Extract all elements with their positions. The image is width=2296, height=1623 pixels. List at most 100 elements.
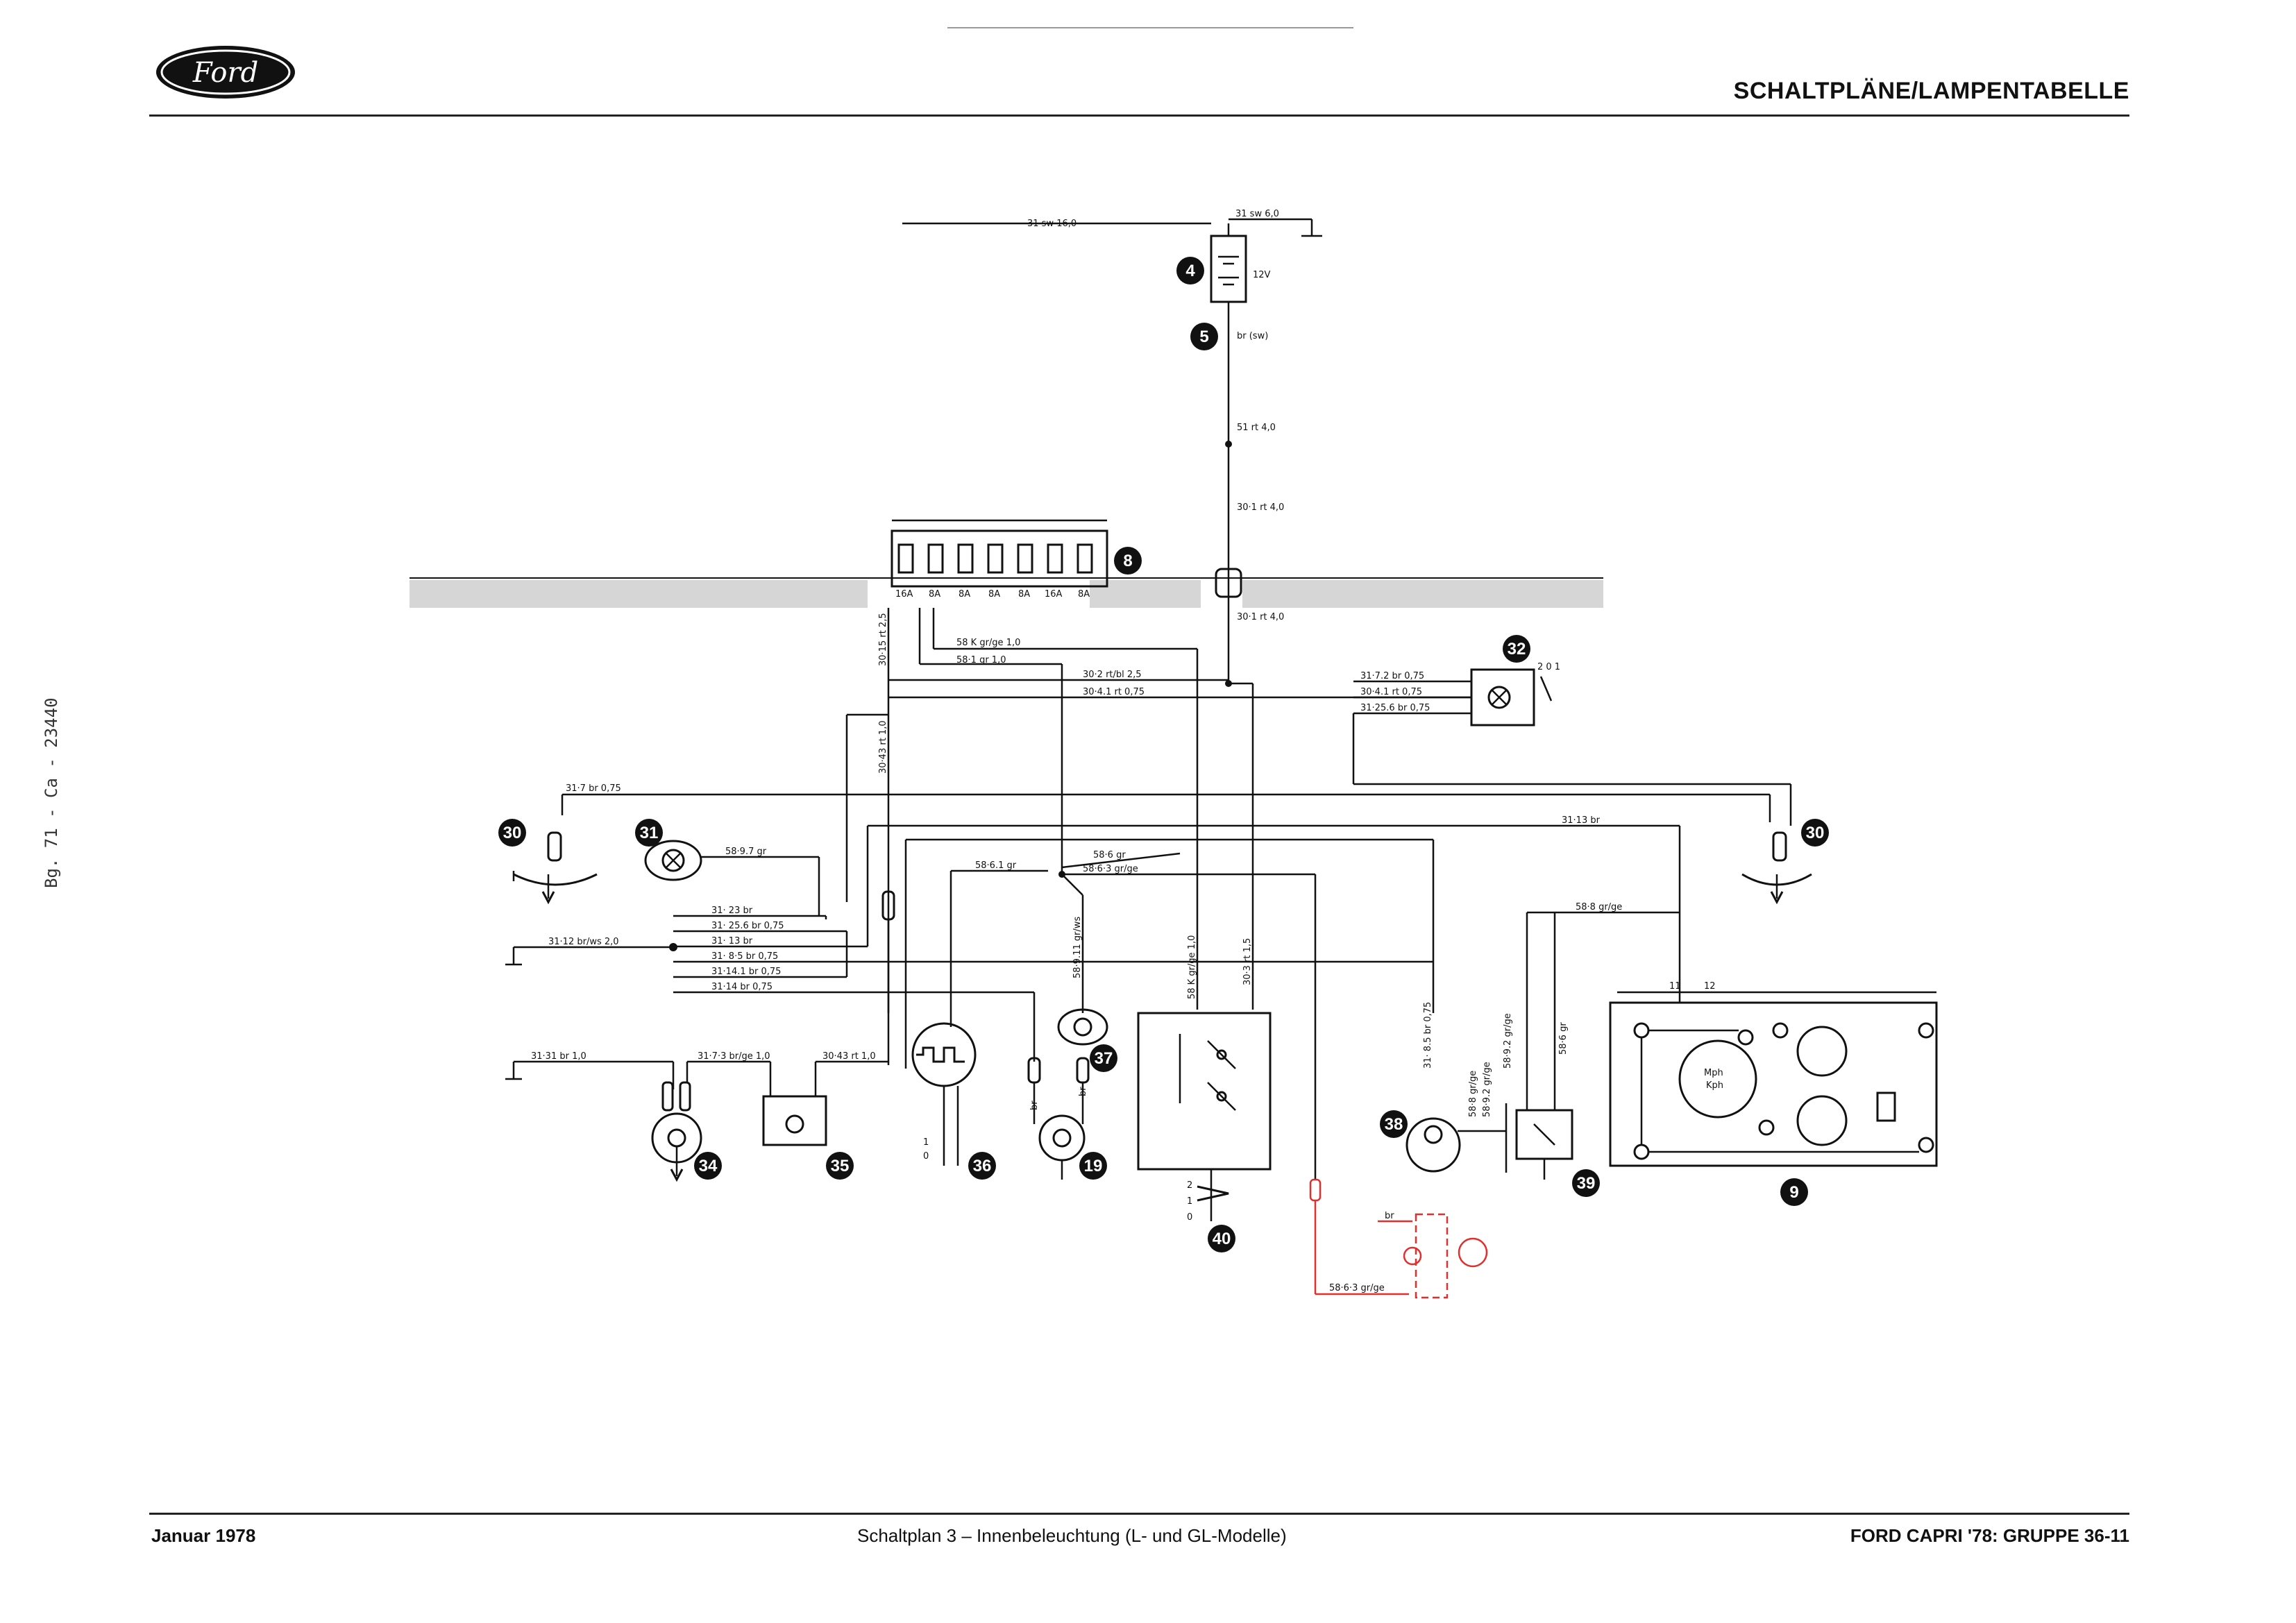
battery: 31 sw 16,0 31 sw 6,0 12V br (sw) 51 rt 4…: [902, 209, 1322, 687]
wire-label: 31· 23 br: [711, 906, 753, 916]
fuse-box: 16A 8A 8A 8A 8A 16A 8A: [890, 519, 1108, 600]
svg-text:8A: 8A: [1078, 589, 1090, 600]
wire-label: 51 rt 4,0: [1237, 423, 1276, 433]
lamp-34: 30·43 rt 1,0: [687, 1051, 888, 1146]
switch-pos: 0: [1187, 1212, 1192, 1223]
wire-label: 31·25.6 br 0,75: [1360, 703, 1430, 713]
wire-label: 30·4.1 rt 0,75: [1360, 687, 1422, 697]
svg-text:9: 9: [1789, 1183, 1798, 1202]
footer-page: FORD CAPRI '78: GRUPPE 36-11: [1850, 1525, 2129, 1546]
wire-label: 30·15 rt 2,5: [878, 613, 888, 666]
wire-label: br (sw): [1237, 331, 1268, 341]
wire-label: 58·6 gr: [1093, 850, 1126, 860]
pin-label: 11: [1669, 981, 1681, 992]
svg-text:40: 40: [1213, 1230, 1231, 1248]
light-switch-19: 2 1 0: [1137, 1012, 1272, 1223]
wire-label: 31·12 br/ws 2,0: [548, 937, 619, 947]
svg-text:38: 38: [1385, 1115, 1403, 1134]
wire-label: 58·9.11 gr/ws: [1072, 917, 1083, 978]
ford-logo-text: Ford: [192, 57, 258, 89]
fuse: 8A: [987, 543, 1004, 600]
gauge-label: Mph: [1704, 1068, 1723, 1078]
wire-label: 58·9.2 gr/ge: [1482, 1062, 1492, 1117]
footer-date: Januar 1978: [151, 1525, 256, 1546]
switch-35: 1 0: [911, 1022, 977, 1166]
svg-text:8A: 8A: [1018, 589, 1030, 600]
switch-pos: 1: [923, 1137, 929, 1148]
component-39: 39: [1572, 1169, 1600, 1197]
switch-positions: 2 0 1: [1537, 662, 1560, 672]
svg-text:36: 36: [973, 1157, 992, 1175]
switch-pos: 1: [1187, 1196, 1192, 1207]
ford-logo: Ford: [156, 46, 295, 99]
component-36: 19: [1079, 1152, 1107, 1180]
gauge-label: Kph: [1706, 1080, 1723, 1091]
wire-label: 30·43 rt 1,0: [822, 1051, 876, 1062]
svg-text:39: 39: [1577, 1174, 1596, 1193]
wire-label: 31·14.1 br 0,75: [711, 967, 781, 977]
switch-pos: 2: [1187, 1180, 1192, 1191]
lamp-33: 31·31 br 1,0 31·7·3 br/ge 1,0: [505, 1051, 770, 1182]
wire-label: 30·4.1 rt 0,75: [1083, 687, 1145, 697]
svg-text:4: 4: [1185, 262, 1195, 280]
door-switch-right: [1741, 831, 1812, 905]
component-34: 35: [826, 1152, 854, 1180]
svg-text:8A: 8A: [988, 589, 1000, 600]
wire-label: 58·9.2 gr/ge: [1503, 1013, 1513, 1069]
svg-text:8A: 8A: [959, 589, 970, 600]
wire-label: 58·8 gr/ge: [1468, 1071, 1478, 1117]
door-switch-left: [512, 831, 598, 905]
wire-label: 31·31 br 1,0: [531, 1051, 586, 1062]
wire-label: 58·6.1 gr: [975, 860, 1017, 871]
lamp-37: [1057, 1008, 1108, 1046]
wire-label: 58 K gr/ge 1,0: [956, 638, 1020, 648]
fuse: 8A: [1017, 543, 1033, 600]
wire-label: 58·8 gr/ge: [1576, 902, 1622, 912]
wire-label: 31· 25.6 br 0,75: [711, 921, 784, 931]
wire-label: 31 sw 6,0: [1235, 209, 1279, 219]
component-9: 9: [1780, 1178, 1808, 1206]
lamp-38: 31· 8.5 br 0,75 58·8 gr/ge 58·9.2 gr/ge: [1406, 1002, 1508, 1173]
fuse: 8A: [957, 543, 974, 600]
svg-text:16A: 16A: [895, 589, 913, 600]
lamp-36: br br: [1027, 1057, 1090, 1180]
red-wire-label: 58·6·3 gr/ge: [1329, 1283, 1385, 1293]
red-wire-label: br: [1385, 1211, 1394, 1221]
svg-text:8A: 8A: [929, 589, 940, 600]
component-31: 31: [635, 819, 663, 847]
wire-label: 58·9.7 gr: [725, 847, 767, 857]
switch-pos: 0: [923, 1151, 929, 1162]
wire-label: 31·7·3 br/ge 1,0: [698, 1051, 770, 1062]
battery-voltage: 12V: [1253, 270, 1271, 280]
fuse: 8A: [1077, 543, 1093, 600]
lamp-39: 58·8 gr/ge 58·9.2 gr/ge 58·6 gr: [1503, 902, 1680, 1180]
component-40: [1458, 1237, 1488, 1268]
wire-label: 30·2 rt/bl 2,5: [1083, 670, 1142, 680]
fuse: 16A: [1045, 543, 1063, 600]
wire-label: 31· 8.5 br 0,75: [1423, 1002, 1433, 1069]
instrument-cluster: 11 12 Mph Kph: [1609, 981, 1938, 1167]
wire-label: 30·1 rt 4,0: [1237, 612, 1284, 622]
component-33: 34: [694, 1152, 722, 1180]
svg-text:8: 8: [1123, 552, 1132, 570]
component-8: 8: [1114, 547, 1142, 575]
wire-label: 31· 8·5 br 0,75: [711, 951, 778, 962]
wire-label: 31· 13 br: [711, 936, 753, 946]
wire-label: 58 K gr/ge 1,0: [1187, 935, 1197, 999]
component-30: 30: [498, 819, 526, 847]
component-37: 37: [1090, 1044, 1117, 1072]
wire-label: 31 sw 16,0: [1027, 219, 1077, 229]
wire-label: 31·14 br 0,75: [711, 982, 773, 992]
component-19: 40: [1208, 1225, 1235, 1252]
footer-rule: [149, 1513, 2129, 1515]
interior-lamp-31: 58·9.7 gr: [644, 840, 820, 916]
header-rule: [149, 114, 2129, 117]
component-32: 32: [1503, 635, 1530, 663]
wire-label: 58·6 gr: [1558, 1022, 1569, 1055]
fuse: 16A: [895, 543, 914, 600]
svg-text:31: 31: [640, 824, 659, 842]
optional-lamp-40: 58·6·3 gr/ge br: [1309, 874, 1449, 1299]
svg-text:30: 30: [1806, 824, 1825, 842]
wire-label: 31·7 br 0,75: [566, 783, 621, 794]
